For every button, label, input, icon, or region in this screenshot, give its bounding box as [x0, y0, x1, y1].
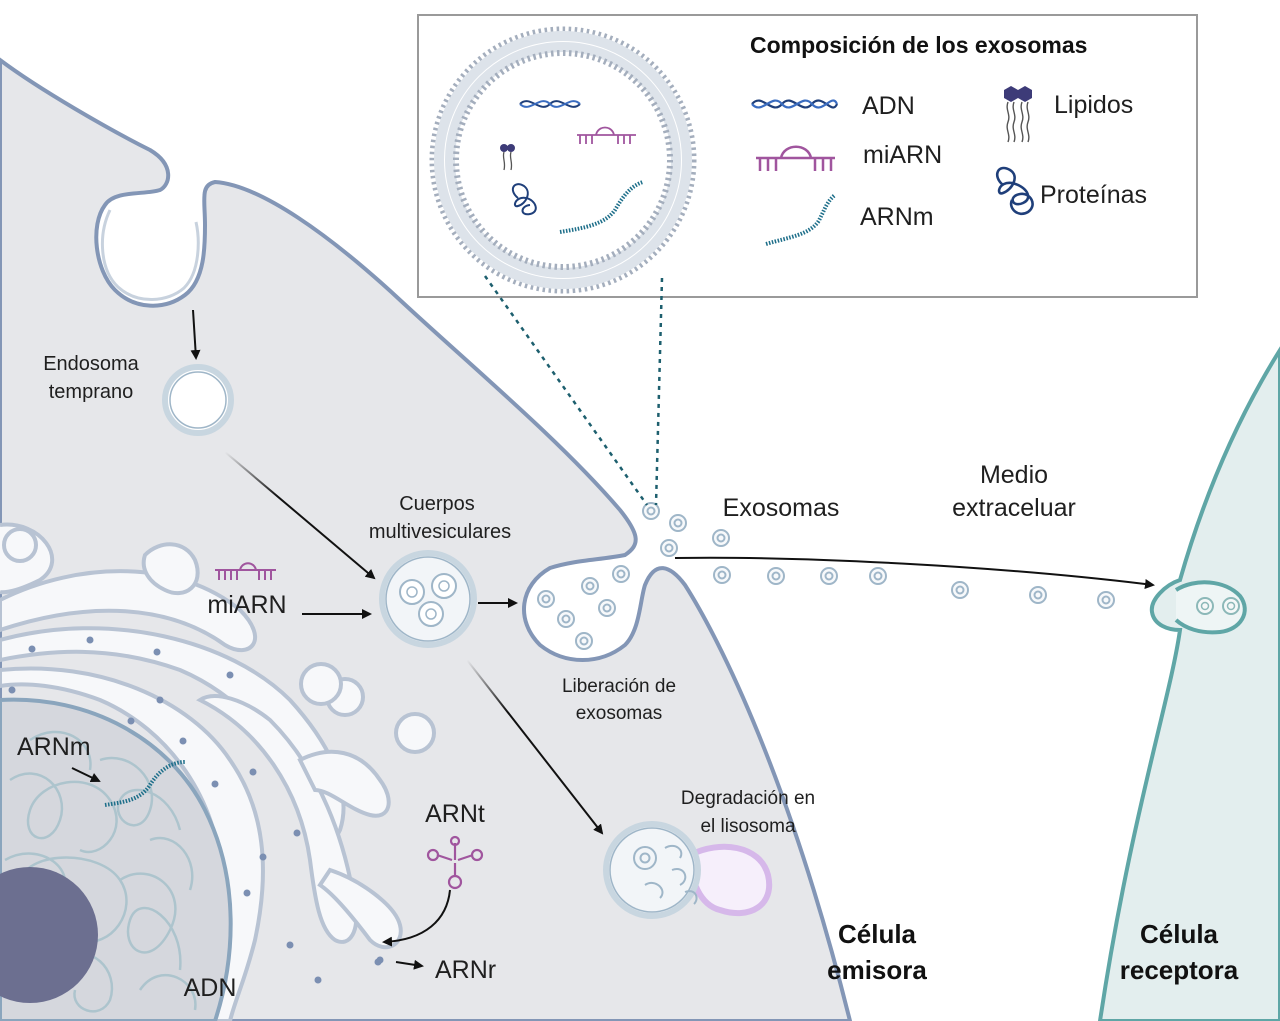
zoomed-exosome [428, 25, 698, 295]
arrow-pit-to-endosome [190, 309, 201, 360]
nucleolus [0, 867, 98, 1003]
zoom-mrna-icon [559, 180, 644, 234]
legend-mirna: miARN [756, 141, 942, 171]
label-mvb-2: multivesiculares [369, 521, 511, 543]
arrow-trna-to-rrna [382, 889, 451, 947]
legend-mrna: ARNm [765, 193, 934, 246]
legend-proteins: Proteínas [995, 166, 1147, 216]
zoom-dna-icon [519, 100, 581, 108]
legend-lipids-label: Lipidos [1054, 91, 1133, 119]
arrow-endosome-to-mvb [224, 451, 376, 580]
mrna-strand [104, 760, 186, 807]
label-release-1: Liberación de [562, 676, 676, 697]
trna-icon [426, 835, 484, 890]
arrows [71, 309, 1155, 970]
dna-icon [751, 99, 839, 109]
arrow-mvb-to-lysosome [466, 659, 604, 835]
zoom-lines [483, 275, 664, 506]
lipid-icon [1004, 86, 1032, 143]
label-mirna: miARN [207, 591, 286, 619]
label-receptor-2: receptora [1120, 955, 1239, 985]
diagram-labels: Endosoma temprano Cuerpos multivesicular… [17, 353, 1239, 1002]
label-rrna: ARNr [435, 956, 496, 984]
legend-dna-label: ADN [862, 92, 915, 120]
label-exosomes: Exosomas [723, 494, 840, 522]
legend-title: Composición de los exosomas [750, 32, 1087, 58]
label-early-endosome-2: temprano [49, 381, 134, 403]
label-mvb-1: Cuerpos [399, 493, 475, 515]
arrow-to-receptor [674, 556, 1155, 589]
pocket-exosomes [537, 565, 630, 650]
protein-icon [995, 166, 1034, 216]
legend-mirna-label: miARN [863, 141, 942, 169]
multivesicular-body [379, 550, 477, 648]
label-early-endosome-1: Endosoma [43, 353, 139, 375]
free-exosomes [642, 502, 1115, 609]
label-medium-1: Medio [980, 461, 1048, 489]
label-release-2: exosomas [576, 703, 663, 724]
legend-proteins-label: Proteínas [1040, 181, 1147, 209]
lysosome [603, 821, 773, 919]
internalized-exosomes [1196, 597, 1240, 615]
label-degradation-1: Degradación en [681, 788, 815, 809]
label-medium-2: extraceluar [952, 494, 1076, 522]
legend-dna: ADN [751, 92, 915, 120]
mirna-icon [756, 145, 835, 171]
mrna-icon [765, 193, 837, 246]
zoom-protein-icon [511, 183, 537, 216]
legend-mrna-label: ARNm [860, 203, 934, 231]
label-degradation-2: el lisosoma [700, 816, 795, 837]
label-trna: ARNt [425, 800, 485, 828]
label-receptor-1: Célula [1140, 919, 1219, 949]
endocytic-pit [100, 209, 200, 301]
zoom-lipid-icon [500, 144, 515, 171]
early-endosome [162, 364, 234, 436]
arrow-rrna [395, 959, 424, 970]
arrow-mrna [71, 767, 101, 783]
receptor-cell [1097, 346, 1280, 1021]
legend-lipids: Lipidos [1004, 86, 1133, 143]
label-emitter-1: Célula [838, 919, 917, 949]
label-dna: ADN [184, 974, 237, 1002]
zoom-mirna-icon [577, 126, 636, 144]
nucleus [0, 697, 233, 1021]
label-mrna: ARNm [17, 733, 91, 761]
endoplasmic-reticulum [0, 522, 436, 1021]
mirna-icon-small [215, 562, 276, 580]
label-emitter-2: emisora [827, 955, 927, 985]
